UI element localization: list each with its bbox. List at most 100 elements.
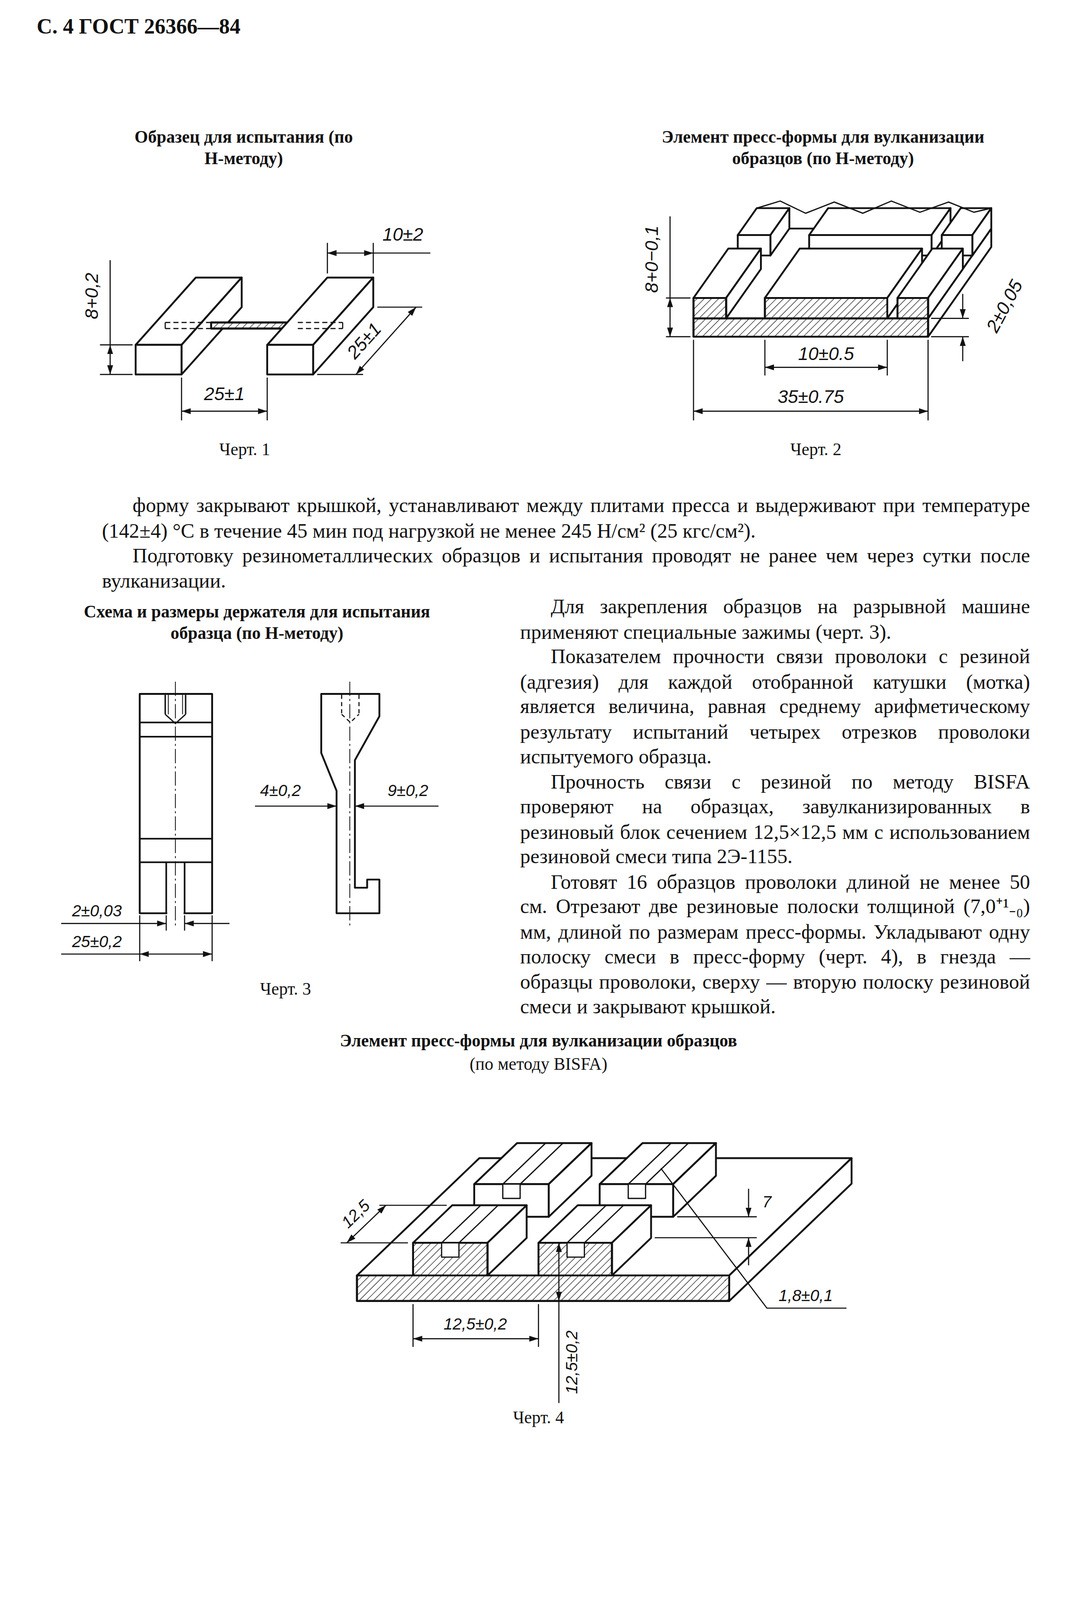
hidden-line [165, 321, 211, 323]
extension-line [379, 1204, 447, 1206]
extension-line [654, 1236, 757, 1238]
body-paragraph: Для закрепления образцов на разрывной ма… [520, 593, 1031, 644]
extension-line [266, 377, 268, 421]
specimen-block [267, 345, 313, 375]
dimension-label: 25±1 [204, 383, 245, 405]
dimension-label: 2±0,03 [71, 901, 122, 920]
dimension-line [747, 1237, 749, 1265]
dimension-line [669, 216, 671, 298]
extension-line [340, 1242, 408, 1244]
dimension-line [413, 1338, 539, 1340]
hidden-line [297, 327, 343, 329]
dimension-line [61, 953, 140, 955]
dimension-line [61, 922, 166, 924]
mold-rib [927, 248, 963, 319]
mold-ridge [673, 1142, 717, 1217]
holder-edge [139, 837, 213, 840]
extension-line [886, 339, 888, 376]
figure-caption: Черт. 2 [790, 439, 842, 461]
body-paragraph: Прочность связи с резиной по методу BISF… [520, 768, 1031, 869]
mold-base [693, 318, 928, 337]
wire-groove [520, 1142, 564, 1184]
hidden-line [341, 694, 343, 715]
wire-groove [441, 1242, 459, 1258]
body-paragraph: Показателем прочности связи проволоки с … [520, 643, 1031, 769]
body-paragraph: форму закрывают крышкой, устанавливают м… [102, 492, 1030, 543]
dimension-label: 9±0,2 [387, 781, 429, 800]
mold-base [357, 1275, 730, 1301]
extension-line [538, 1303, 539, 1347]
figure-title: Схема и размеры держателя для испытания … [73, 601, 441, 644]
mold-rib [897, 297, 929, 319]
extension-line [99, 344, 133, 346]
dimension-line [109, 345, 111, 375]
dimension-line [139, 953, 213, 955]
dimension-line [669, 297, 671, 337]
slot-edge [183, 862, 186, 913]
mold-base [693, 318, 928, 337]
wire-groove [566, 1242, 585, 1258]
dimension-label: 4±0,2 [260, 781, 301, 800]
body-paragraph: Готовят 16 образцов проволоки длиной не … [520, 868, 1031, 1019]
extension-line [99, 373, 133, 375]
dimension-label: 8+0−0,1 [641, 225, 663, 293]
mold-ridge [611, 1205, 651, 1276]
dimension-label: 25±0,2 [71, 932, 122, 951]
holder-front [139, 693, 213, 913]
hidden-line [297, 321, 343, 323]
hidden-line [358, 694, 360, 715]
extension-line [180, 377, 182, 421]
dimension-label: 12,5±0,2 [562, 1330, 581, 1394]
dimension-line [327, 252, 374, 254]
mold-rib [693, 297, 726, 319]
dimension-line [181, 410, 268, 412]
dimension-line [962, 293, 964, 319]
wire-groove [458, 1205, 498, 1244]
dimension-label: 10±2 [382, 224, 423, 245]
mold-ridge [413, 1242, 488, 1276]
leader-line [660, 1167, 847, 1308]
extension-line [372, 242, 374, 274]
extension-line [692, 339, 694, 421]
dimension-line [184, 922, 230, 924]
extension-line [764, 339, 766, 376]
mold-ridge [487, 1205, 527, 1276]
mold-rib [725, 248, 761, 319]
wire-groove [441, 1205, 481, 1244]
dimension-line [373, 252, 431, 254]
dimension-line [747, 1188, 749, 1217]
mold-ridge [538, 1242, 612, 1276]
mold-ridge [538, 1242, 612, 1276]
extension-line [927, 339, 929, 421]
dimension-line [558, 1242, 560, 1301]
wire-groove [502, 1183, 520, 1199]
center-line [174, 681, 176, 926]
page-header: С. 4 ГОСТ 26366—84 [36, 14, 241, 41]
mold-rib [693, 297, 726, 319]
mold-rib [764, 297, 887, 319]
mold-rib [764, 297, 887, 319]
wire-groove [645, 1142, 689, 1184]
mold-base [357, 1275, 730, 1301]
mold-rib [972, 207, 992, 256]
dimension-line [764, 366, 887, 368]
mold-base [357, 1157, 852, 1276]
dimension-line [255, 805, 337, 807]
extension-line [412, 1303, 414, 1347]
figure-caption: Черт. 3 [260, 979, 311, 1001]
wire-groove [566, 1205, 607, 1244]
mold-rib [808, 207, 951, 235]
thread-line [182, 694, 184, 715]
holder-edge [139, 735, 213, 738]
figure-caption: Черт. 4 [512, 1408, 564, 1429]
extension-line [677, 1216, 757, 1217]
body-paragraph: Подготовку резинометаллических образцов … [102, 542, 1030, 593]
figure-title: Элемент пресс-формы для вулканизации обр… [339, 1029, 738, 1052]
mold-rib [770, 207, 790, 256]
specimen-block [135, 345, 182, 375]
center-line [349, 681, 351, 926]
thread-line [167, 694, 169, 715]
dimension-label: 1,8±0,1 [778, 1286, 834, 1305]
figure-title: Элемент пресс-формы для вулканизации обр… [642, 126, 1004, 170]
